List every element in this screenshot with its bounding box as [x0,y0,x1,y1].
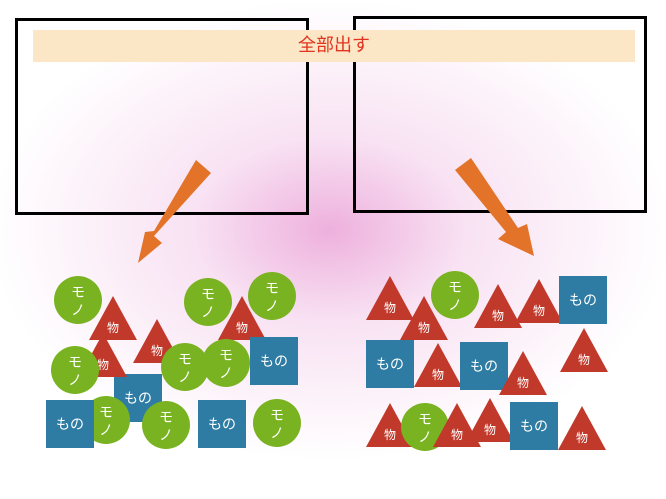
blue-square-mono: もの [198,400,246,448]
triangle-label: 物 [517,376,529,390]
arrow-down-left-icon [138,160,211,263]
triangle-label: 物 [107,321,119,335]
circle-label-bottom: ノ [68,373,82,389]
square-label: もの [569,293,597,309]
triangle-label: 物 [432,368,444,382]
red-triangle-butsu: 物 [466,398,514,442]
circle-label-top: モ [448,280,462,296]
red-triangle-butsu: 物 [560,328,608,372]
circle-label-bottom: ノ [99,423,113,439]
banner-all-out: 全部出す [33,30,635,62]
triangle-label: 物 [384,301,396,315]
green-circle-mono: モノ [401,403,449,451]
square-label: もの [520,419,548,435]
green-circle-mono: モノ [142,401,190,449]
triangle-label: 物 [484,423,496,437]
circle-label-top: モ [99,405,113,421]
arrow-down-right-icon [455,158,534,256]
square-label: もの [56,417,84,433]
circle-label-top: モ [265,281,279,297]
circle-label-bottom: ノ [418,430,432,446]
red-triangle-butsu: 物 [499,351,547,395]
circle-label-top: モ [178,352,192,368]
red-triangle-butsu: 物 [366,403,414,447]
red-triangle-butsu: 物 [366,276,414,320]
green-circle-mono: モノ [184,278,232,326]
triangle-label: 物 [492,309,504,323]
green-circle-mono: モノ [54,276,102,324]
red-triangle-butsu: 物 [89,296,137,340]
circle-label-top: モ [270,408,284,424]
green-circle-mono: モノ [431,271,479,319]
green-circle-mono: モノ [248,272,296,320]
circle-label-bottom: ノ [178,370,192,386]
green-circle-mono: モノ [51,346,99,394]
triangle-label: 物 [418,321,430,335]
red-triangle-butsu: 物 [400,296,448,340]
triangle-label: 物 [578,353,590,367]
square-label: もの [260,354,288,370]
triangle-label: 物 [236,321,248,335]
circle-label-top: モ [68,355,82,371]
triangle-label: 物 [533,304,545,318]
left-container-box [15,18,309,215]
green-circle-mono: モノ [202,339,250,387]
circle-label-top: モ [418,412,432,428]
circle-label-bottom: ノ [270,426,284,442]
square-label: もの [376,357,404,373]
square-label: もの [470,359,498,375]
circle-label-bottom: ノ [159,428,173,444]
circle-label-top: モ [159,410,173,426]
blue-square-mono: もの [46,400,94,448]
triangle-label: 物 [576,431,588,445]
red-triangle-butsu: 物 [414,343,462,387]
triangle-label: 物 [97,358,109,372]
red-triangle-butsu: 物 [433,403,481,447]
triangle-label: 物 [384,428,396,442]
triangle-label: 物 [451,428,463,442]
red-triangle-butsu: 物 [515,279,563,323]
circle-label-top: モ [71,285,85,301]
triangle-label: 物 [151,344,163,358]
circle-label-top: モ [219,348,233,364]
square-label: もの [124,391,152,407]
red-triangle-butsu: 物 [474,284,522,328]
blue-square-mono: もの [250,337,298,385]
red-triangle-butsu: 物 [558,406,606,450]
circle-label-top: モ [201,287,215,303]
circle-label-bottom: ノ [448,298,462,314]
circle-label-bottom: ノ [219,366,233,382]
green-circle-mono: モノ [161,343,209,391]
blue-square-mono: もの [559,276,607,324]
blue-square-mono: もの [460,342,508,390]
circle-label-bottom: ノ [265,299,279,315]
square-label: もの [208,417,236,433]
green-circle-mono: モノ [253,399,301,447]
blue-square-mono: もの [366,340,414,388]
circle-label-bottom: ノ [71,303,85,319]
circle-label-bottom: ノ [201,305,215,321]
blue-square-mono: もの [510,402,558,450]
red-triangle-butsu: 物 [218,296,266,340]
